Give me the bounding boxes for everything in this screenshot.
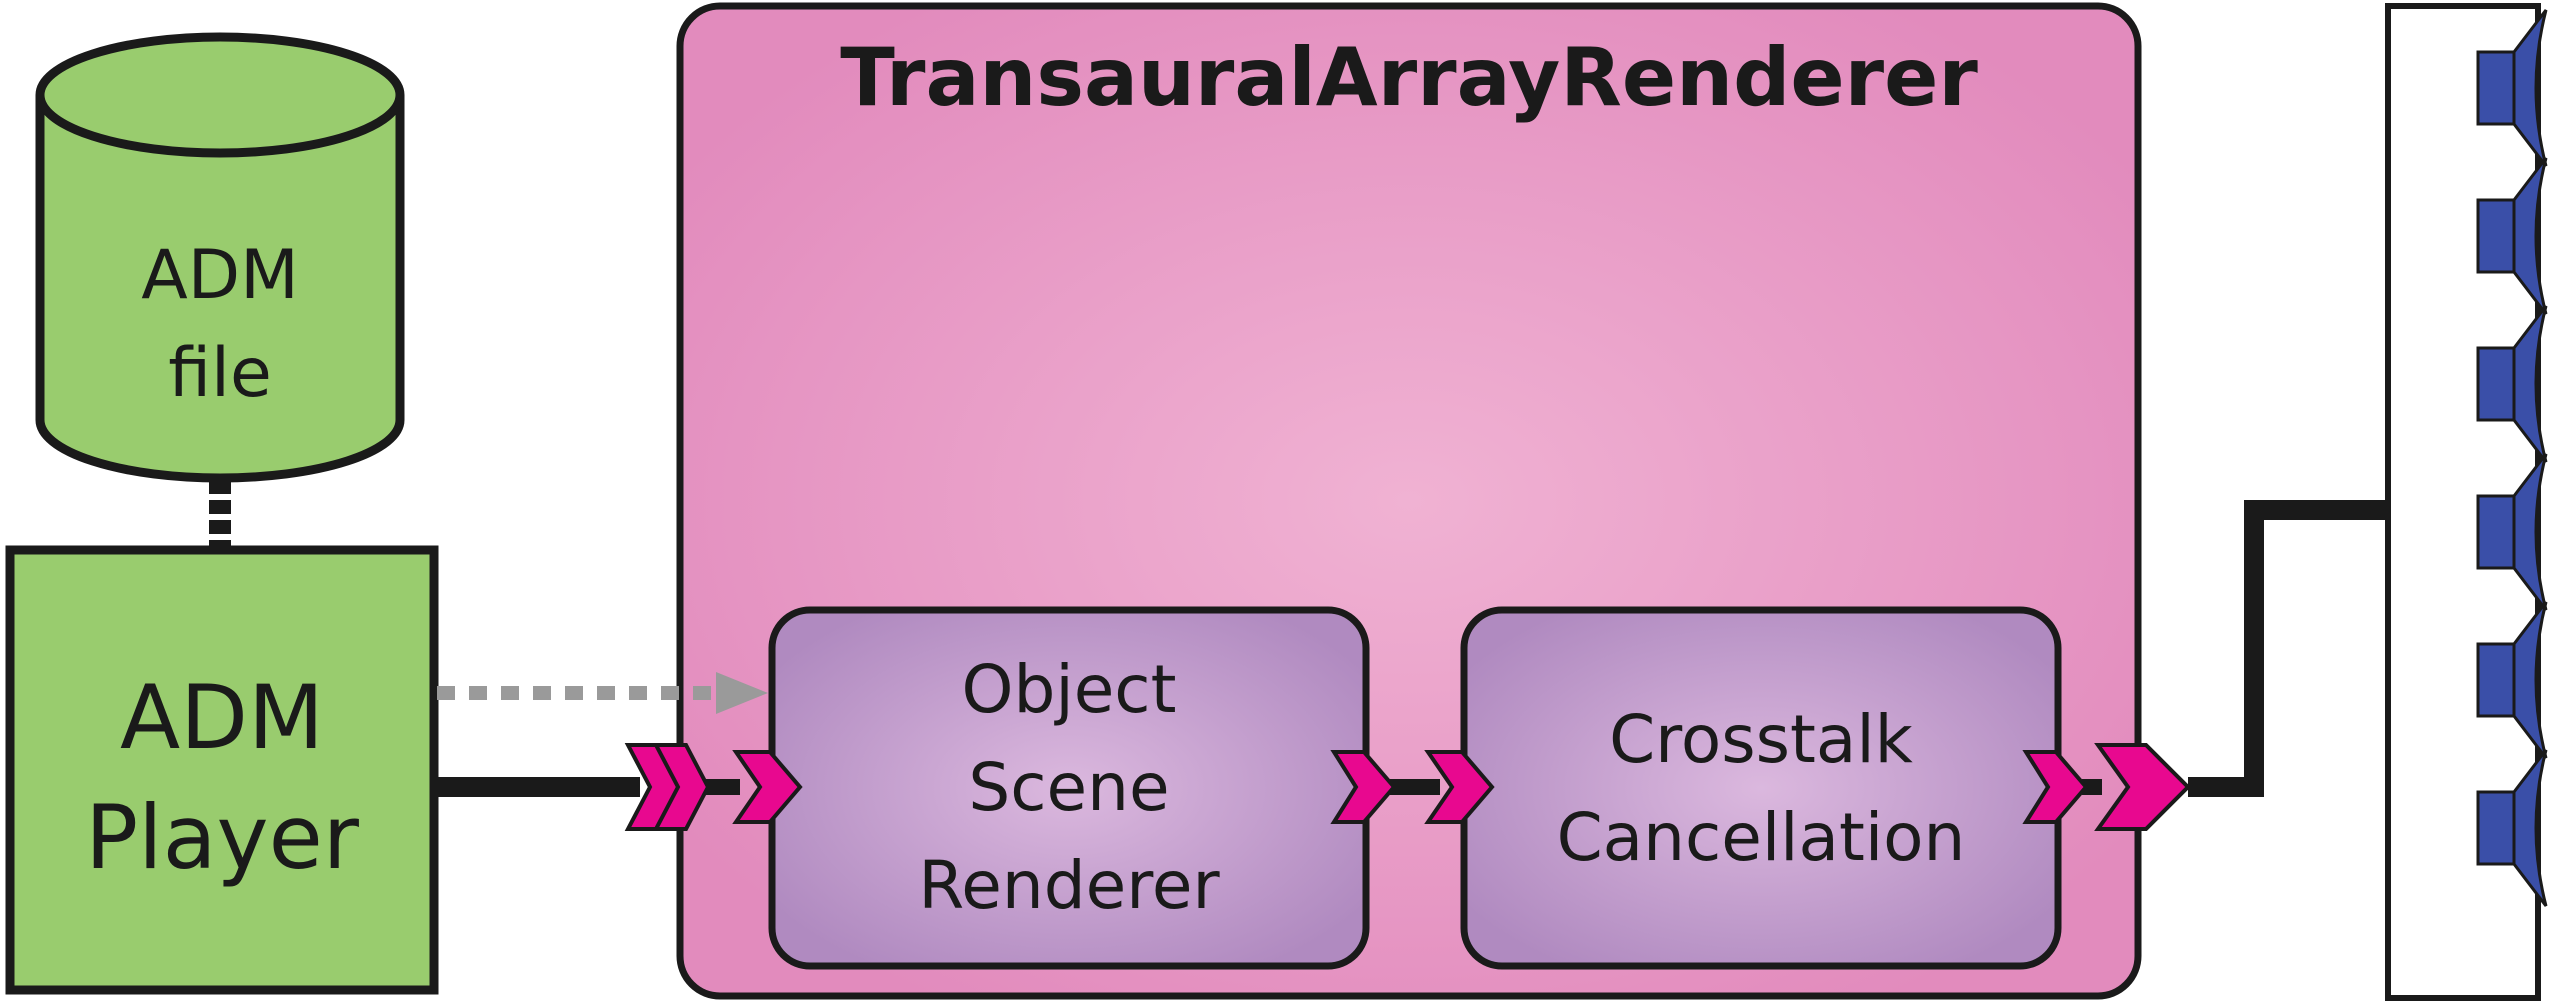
- loudspeaker-array: [2385, 3, 2548, 1001]
- renderer-input-port-inner: [652, 743, 711, 831]
- loudspeaker-icon: [2476, 749, 2548, 907]
- crosstalk-label-line2: Cancellation: [1557, 799, 1966, 876]
- adm-file-label-line2: file: [168, 334, 272, 413]
- crosstalk-input-port: [1424, 750, 1495, 824]
- loudspeaker-icon: [2476, 157, 2548, 315]
- object-scene-output-port: [1330, 750, 1397, 824]
- object-scene-label-line3: Renderer: [918, 847, 1220, 924]
- loudspeaker-icon: [2476, 601, 2548, 759]
- dotted-control-arrow: [437, 672, 768, 714]
- renderer-to-speaker-link: [2188, 500, 2385, 797]
- adm-player-label-line1: ADM: [120, 666, 324, 769]
- object-scene-input-port: [732, 750, 803, 824]
- adm-file-database: ADM file: [35, 32, 405, 483]
- object-scene-label-line1: Object: [962, 651, 1177, 728]
- crosstalk-output-port: [2022, 750, 2089, 824]
- loudspeaker-icon: [2476, 9, 2548, 167]
- object-scene-renderer-module: Object Scene Renderer: [768, 606, 1370, 970]
- object-scene-label-line2: Scene: [968, 749, 1169, 826]
- crosstalk-cancellation-module: Crosstalk Cancellation: [1460, 606, 2062, 970]
- ports: [624, 743, 2191, 831]
- adm-player-label-line2: Player: [85, 786, 360, 889]
- loudspeaker-icon: [2476, 453, 2548, 611]
- loudspeaker-icon: [2476, 305, 2548, 463]
- renderer-output-port: [2094, 743, 2191, 831]
- crosstalk-label-line1: Crosstalk: [1609, 701, 1914, 778]
- renderer-title: TransauralArrayRenderer: [840, 31, 1978, 124]
- adm-player-box: ADM Player: [5, 545, 439, 995]
- adm-file-label-line1: ADM: [141, 236, 299, 315]
